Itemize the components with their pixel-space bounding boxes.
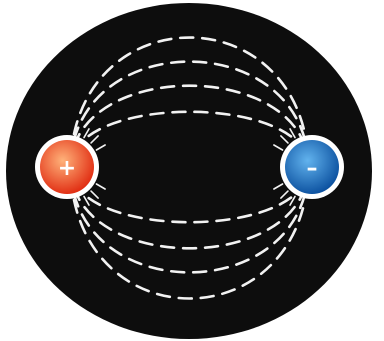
positive-sign-label: + xyxy=(58,156,76,181)
negative-charge: – xyxy=(280,135,344,199)
positive-charge: + xyxy=(35,135,99,199)
negative-sign-label: – xyxy=(307,156,318,181)
